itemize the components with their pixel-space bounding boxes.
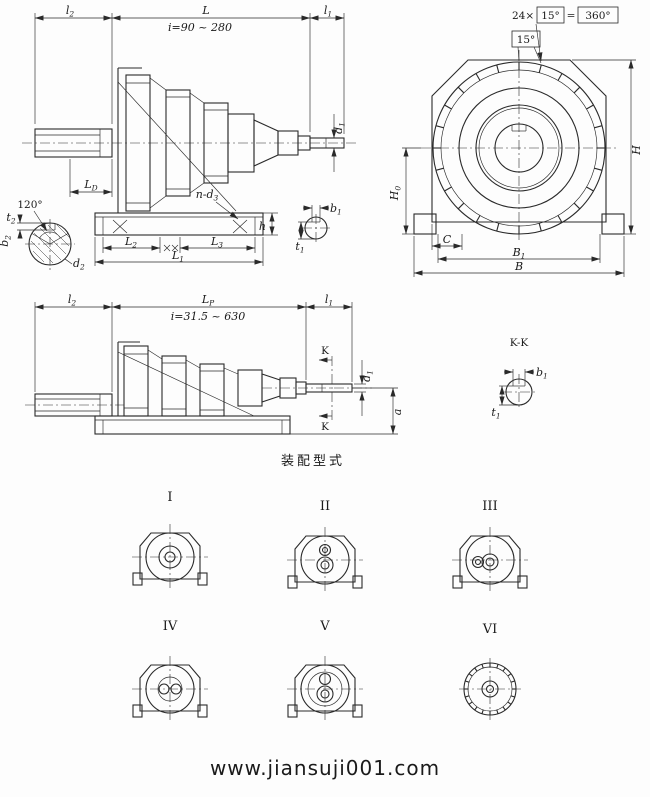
view2-B-dim: B xyxy=(413,236,625,277)
assembly-section: 装配型式 I II III IV V VI xyxy=(132,454,528,722)
view3-base xyxy=(94,415,291,435)
dim-l2-label: l2 xyxy=(68,293,77,308)
view1-input-shaft xyxy=(34,128,113,158)
variant-4-label: IV xyxy=(163,619,178,634)
left-foot xyxy=(413,213,437,235)
view3-input-shaft xyxy=(34,393,113,417)
dim-l1-label: l1 xyxy=(324,4,332,19)
variant-3-label: III xyxy=(482,499,497,514)
section-K-top-label: K xyxy=(321,345,329,357)
dim-L-label: L xyxy=(201,4,209,17)
dim-b2-label: b2 xyxy=(0,235,13,247)
view1-base xyxy=(94,212,264,236)
callout-boxed-15: 15° xyxy=(541,10,560,22)
dim-t1-label: t1 xyxy=(491,406,500,421)
view2-angle-box: 15° xyxy=(511,30,542,64)
view1-nd3-callout: n-d3 xyxy=(196,188,239,220)
view2-end-view: 24× 15° = 360° 15° H H0 xyxy=(388,6,643,277)
view1-shaft-section-d2: 120° t2 b2 d2 xyxy=(0,199,85,272)
view2-H0-dim: H0 xyxy=(388,147,421,235)
assembly-title: 装配型式 xyxy=(281,454,345,469)
stage-2 xyxy=(165,89,191,197)
view3-housing xyxy=(117,341,353,417)
section-hatching xyxy=(30,224,71,264)
assembly-variant-5 xyxy=(287,656,363,722)
callout-equals: = xyxy=(567,10,576,22)
dim-d2-label: d2 xyxy=(73,257,85,272)
dim-b1-label: b1 xyxy=(330,202,342,217)
dim-H0-label: H0 xyxy=(388,186,403,202)
dim-B-label: B xyxy=(514,260,523,273)
stage-1 xyxy=(125,74,151,212)
view2-B1-dim: B1 xyxy=(437,234,601,263)
variant-6-label: VI xyxy=(482,622,498,637)
view3-section-K: K K xyxy=(318,345,333,433)
dim-B1-label: B1 xyxy=(512,246,526,261)
view2-C-dim: C xyxy=(431,224,463,250)
dim-d1-label: d1 xyxy=(332,122,347,134)
view1-LD-dim: LD xyxy=(69,159,113,197)
dim-LD-label: LD xyxy=(83,178,97,193)
variant-5-label: V xyxy=(319,619,330,634)
dim-LP-label: LP xyxy=(201,293,215,308)
watermark-link[interactable]: www.jiansuji001.com xyxy=(210,756,440,780)
angle-120-label: 120° xyxy=(17,199,42,211)
view1-bottom-dimensions: L2 L3 L1 xyxy=(94,235,264,266)
view2-H-dim: H xyxy=(572,59,643,235)
dim-L2-label: L2 xyxy=(124,235,137,250)
dim-l1-label: l1 xyxy=(325,293,333,308)
assembly-variant-2 xyxy=(287,527,363,593)
dim-C-label: C xyxy=(443,233,452,246)
dim-L3-label: L3 xyxy=(210,235,223,250)
callout-boxed-360: 360° xyxy=(585,10,610,22)
callout-prefix: 24× xyxy=(512,10,534,22)
view3-a-dim: a xyxy=(290,387,404,435)
dim-l2-label: l2 xyxy=(66,4,75,19)
view1-top-dimensions: l2 L l1 i=90 ~ 280 xyxy=(34,4,345,134)
section-K-bottom-label: K xyxy=(321,421,329,433)
view3-d1-dim: d1 xyxy=(354,360,375,416)
assembly-variant-6 xyxy=(459,658,521,720)
dim-d1-label: d1 xyxy=(360,370,375,382)
view3-side-view: l2 LP l1 i=31.5 ~ 630 xyxy=(25,293,404,435)
variant-1-label: I xyxy=(167,490,172,505)
stage-3 xyxy=(199,363,225,417)
view1-d1-dim: d1 xyxy=(322,114,347,172)
dim-t1-label: t1 xyxy=(295,240,304,255)
ratio-label: i=31.5 ~ 630 xyxy=(171,310,245,323)
dim-t2-label: t2 xyxy=(6,211,15,226)
dim-b1-label: b1 xyxy=(536,366,548,381)
output-flange xyxy=(237,369,263,407)
flange-ticks xyxy=(464,663,516,715)
assembly-variant-4 xyxy=(132,656,208,722)
dim-h-label: h xyxy=(259,220,266,233)
view1-key-section: b1 t1 xyxy=(295,202,341,255)
assembly-variant-1 xyxy=(132,524,208,590)
dim-a-label: a xyxy=(391,409,404,416)
ratio-label: i=90 ~ 280 xyxy=(168,21,232,34)
kk-section-view: K-K b1 t1 xyxy=(491,337,547,421)
bolt-ticks xyxy=(433,62,605,234)
kk-title: K-K xyxy=(510,337,529,349)
view1-h-dim: h xyxy=(259,212,278,236)
housing-outline xyxy=(431,59,607,223)
assembly-variant-3 xyxy=(452,527,528,593)
view3-top-dimensions: l2 LP l1 i=31.5 ~ 630 xyxy=(34,293,353,392)
view1-side-view: l2 L l1 i=90 ~ 280 xyxy=(0,4,356,272)
nd3-label: n-d3 xyxy=(196,188,219,203)
variant-2-label: II xyxy=(320,499,330,514)
angle-15-label: 15° xyxy=(517,34,536,46)
right-foot xyxy=(601,213,625,235)
stage-2 xyxy=(161,355,187,417)
dim-L1-label: L1 xyxy=(171,249,184,264)
view2-tick-callout: 24× 15° = 360° xyxy=(512,6,619,62)
dim-H-label: H xyxy=(630,145,643,156)
